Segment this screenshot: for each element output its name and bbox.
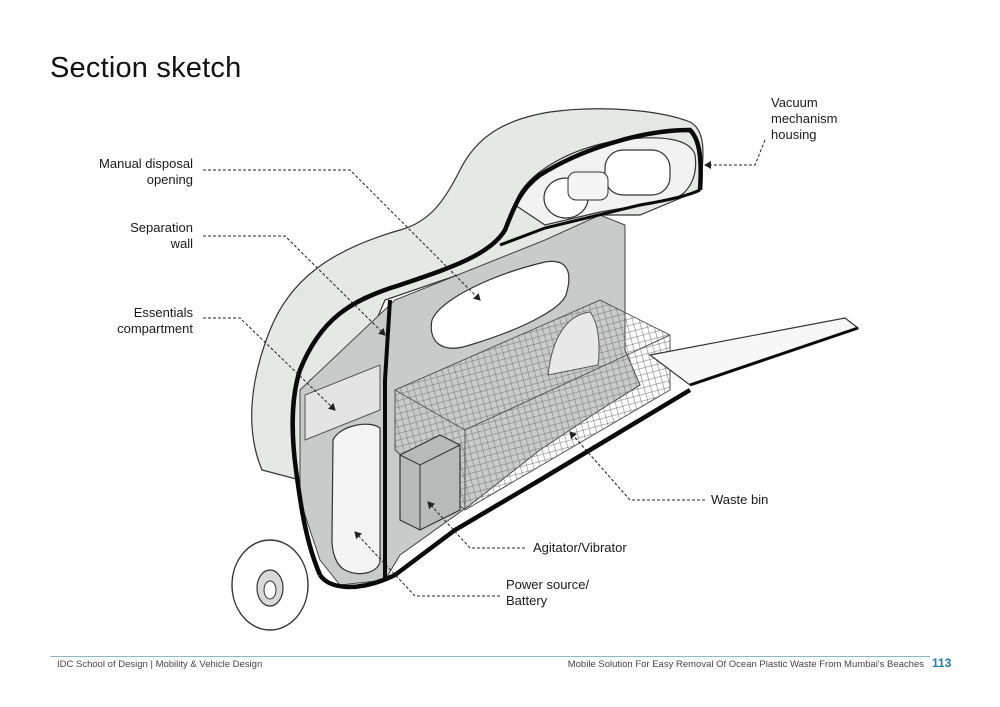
label-vacuum-mechanism-housing: Vacuum mechanism housing [771,95,837,143]
rear-ramp [648,317,860,386]
leader-manual [203,169,481,301]
label-line: wall [170,236,193,251]
footer-divider [50,656,930,657]
label-line: compartment [117,321,193,336]
label-line: Agitator/Vibrator [533,540,627,555]
label-line: Essentials [133,305,193,320]
footer-left-text: IDC School of Design | Mobility & Vehicl… [57,659,263,670]
label-manual-disposal-opening: Manual disposal opening [60,156,193,188]
section-outline [290,127,703,576]
manual-disposal-opening [430,260,570,349]
label-line: Manual disposal [99,156,193,171]
battery [331,423,381,575]
label-essentials-compartment: Essentials compartment [60,305,193,337]
waste-bin [394,299,671,511]
leader-waste [569,431,705,501]
label-line: Power source/ [506,577,590,592]
label-waste-bin: Waste bin [711,492,768,508]
essentials-shelf [304,364,381,441]
footer-right-text: Mobile Solution For Easy Removal Of Ocea… [567,659,924,670]
leader-power [354,531,500,597]
wheel [231,539,309,631]
leader-separation [203,235,386,336]
agitator-box [399,434,461,531]
label-line: mechanism [771,111,838,126]
leader-vacuum [704,139,766,169]
separation-wall [383,299,392,580]
label-line: opening [146,172,193,187]
leader-agitator [427,501,525,549]
label-line: housing [771,127,817,142]
label-line: Battery [506,593,548,608]
label-power-source-battery: Power source/ Battery [506,577,589,609]
label-agitator-vibrator: Agitator/Vibrator [533,540,627,556]
leader-essentials [203,317,336,411]
label-line: Separation [130,220,193,235]
label-line: Vacuum [771,95,818,110]
label-separation-wall: Separation wall [60,220,193,252]
label-line: Waste bin [711,492,769,507]
page-number: 113 [932,656,952,670]
page-title: Section sketch [50,52,242,84]
